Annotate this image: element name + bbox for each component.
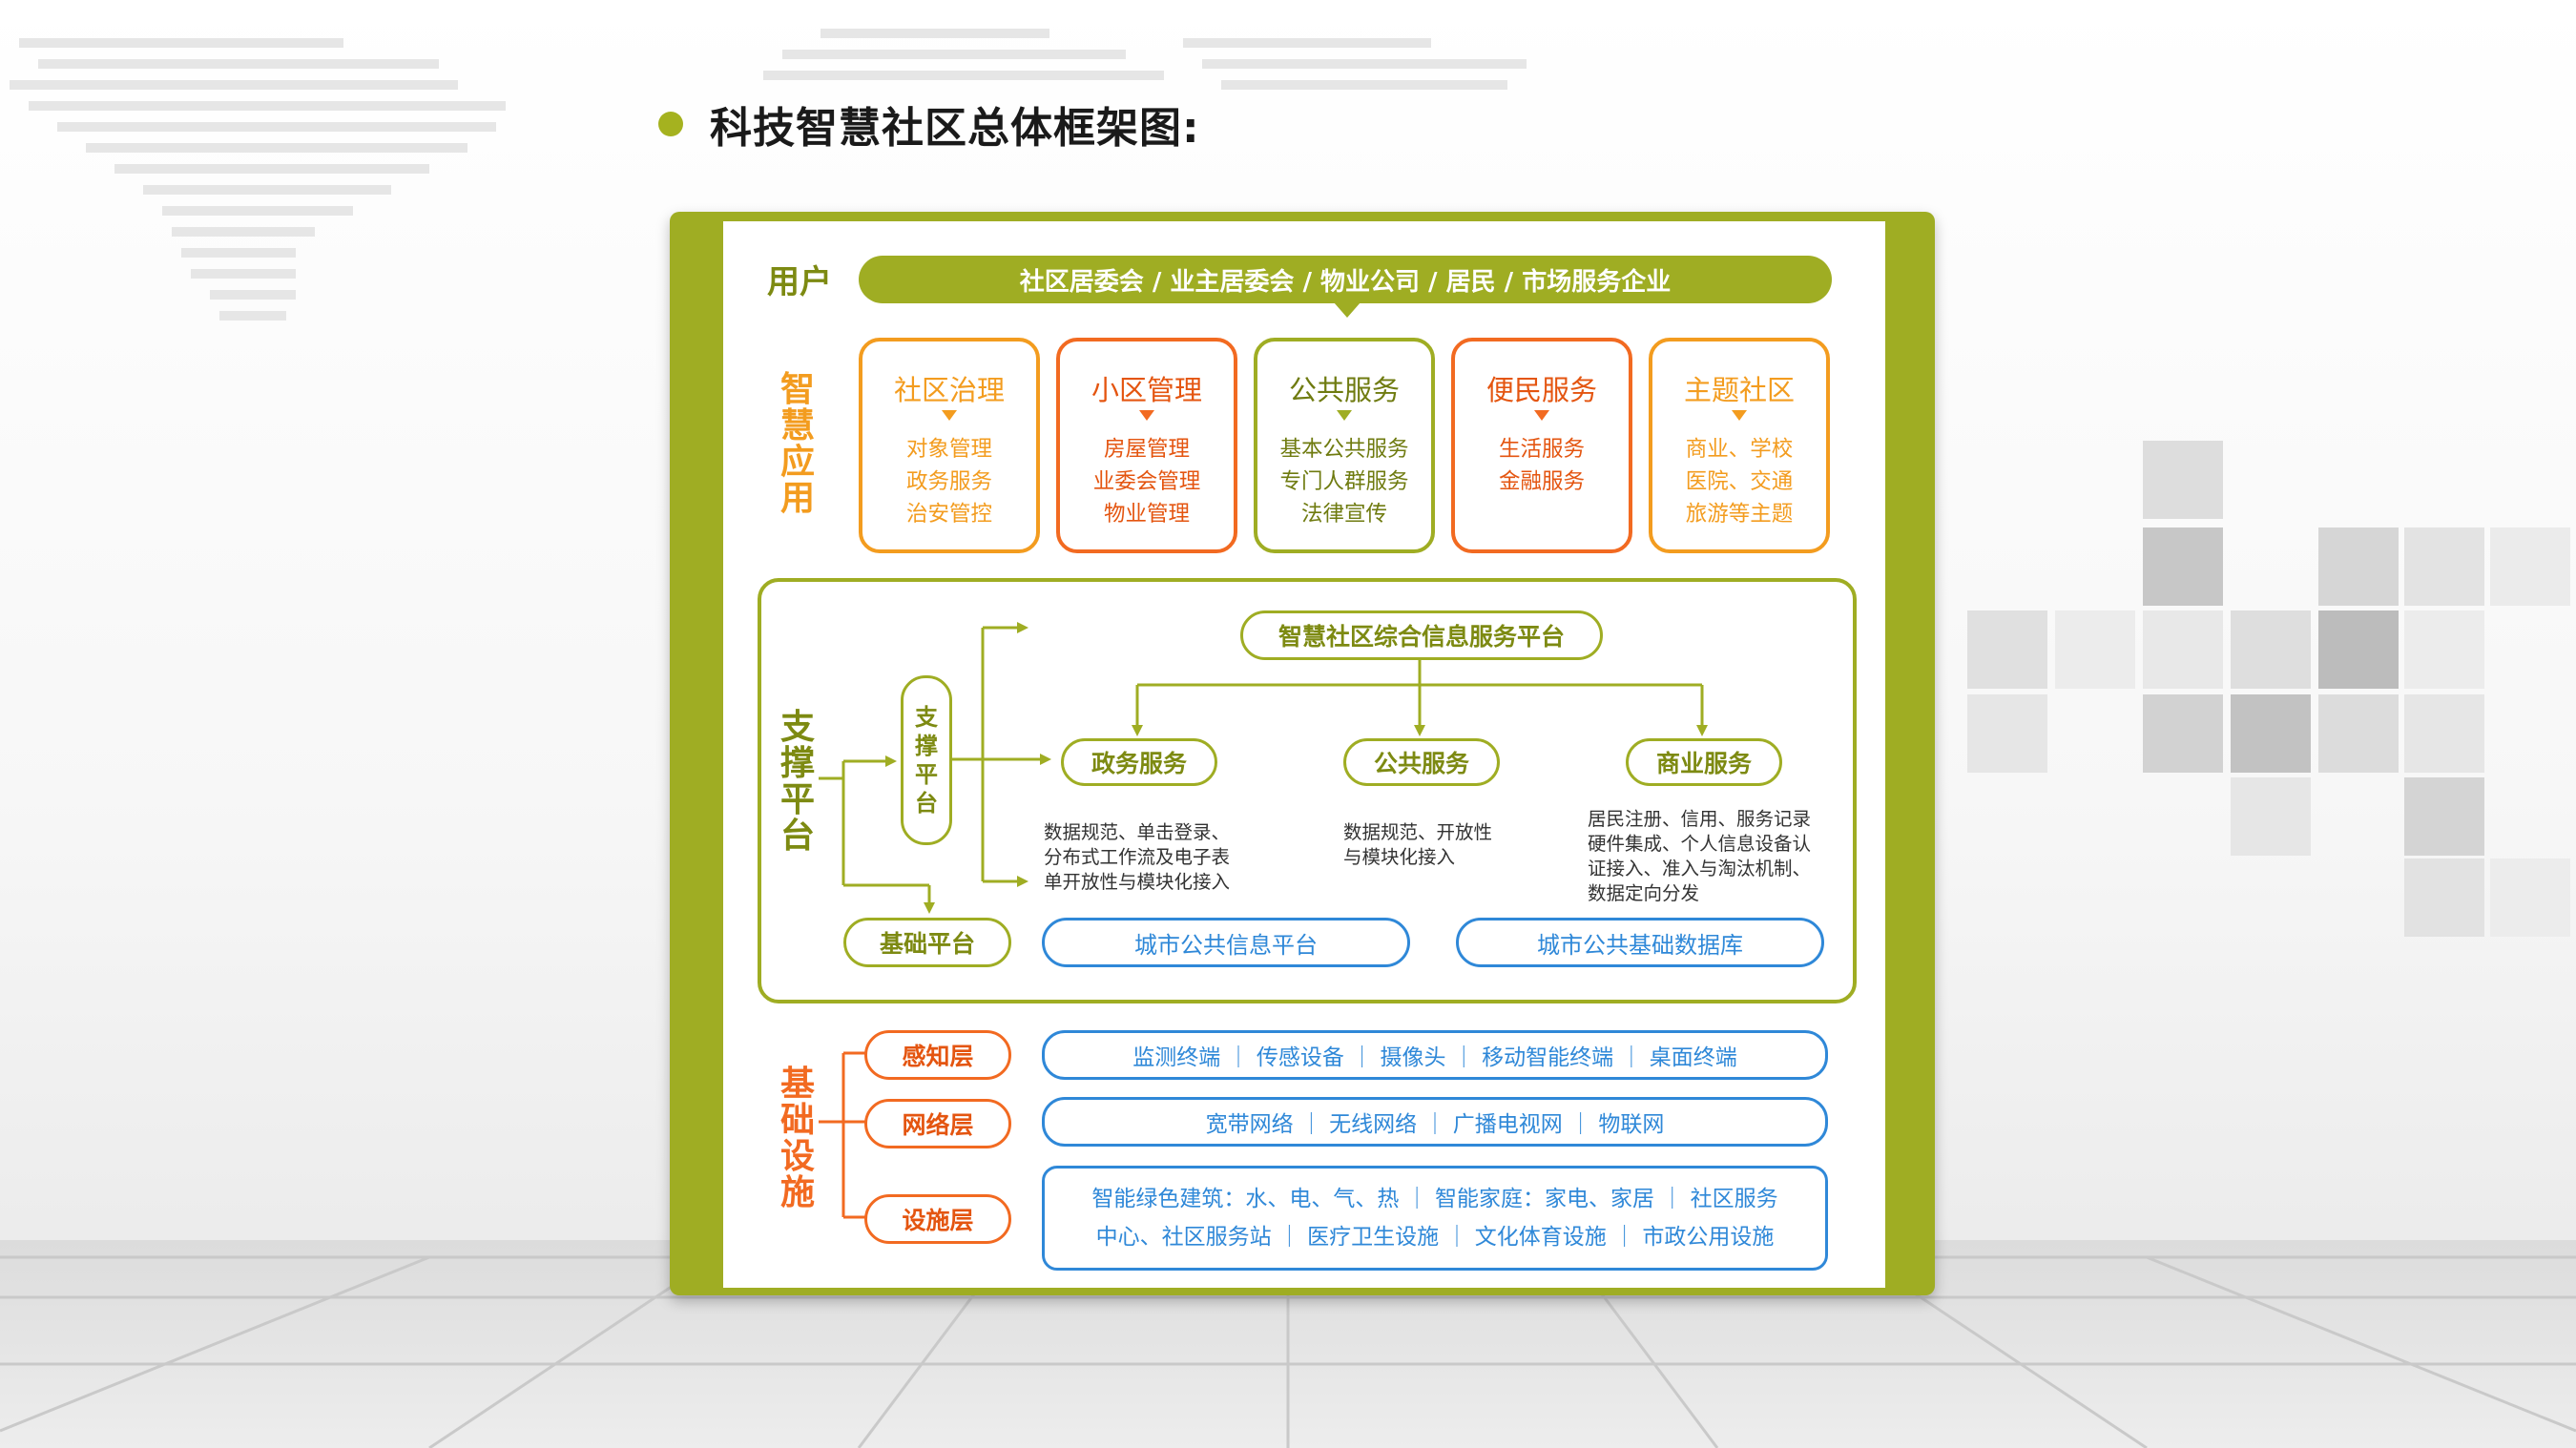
users-arrow: [1334, 302, 1361, 318]
arrow-down-icon: [1337, 410, 1352, 421]
card-title: 小区管理: [1091, 374, 1202, 406]
applications-label: 智慧应用: [779, 370, 815, 518]
facilities-content: 智能绿色建筑：水、电、气、热 ｜ 智能家庭：家电、家居 ｜ 社区服务 中心、社区…: [1042, 1166, 1828, 1271]
service-pill-government: 政务服务: [1061, 738, 1217, 786]
card-items: 商业、学校医院、交通旅游等主题: [1685, 437, 1794, 527]
arrow-down-icon: [1139, 410, 1154, 421]
city-info-platform: 城市公共信息平台: [1042, 918, 1410, 967]
layer-facilities: 设施层: [864, 1194, 1011, 1244]
app-card-estate-management: 小区管理 房屋管理业委会管理物业管理: [1056, 338, 1237, 553]
network-content: 宽带网络 ｜ 无线网络 ｜ 广播电视网 ｜ 物联网: [1042, 1097, 1828, 1147]
support-platform-box: [758, 578, 1857, 1003]
base-platform-pill: 基础平台: [843, 918, 1011, 967]
service-pill-commercial: 商业服务: [1626, 738, 1782, 786]
service-desc-commercial: 居民注册、信用、服务记录硬件集成、个人信息设备认证接入、准入与淘汰机制、数据定向…: [1588, 808, 1812, 904]
arrow-down-icon: [1732, 410, 1747, 421]
layer-perception: 感知层: [864, 1030, 1011, 1080]
card-title: 便民服务: [1485, 374, 1597, 406]
card-title: 公共服务: [1288, 374, 1400, 406]
title-row: 科技智慧社区总体框架图:: [658, 91, 1200, 157]
card-items: 对象管理政务服务治安管控: [905, 437, 992, 527]
card-items: 房屋管理业委会管理物业管理: [1092, 437, 1201, 527]
app-card-convenience-services: 便民服务 生活服务金融服务: [1451, 338, 1632, 553]
arrow-down-icon: [942, 410, 957, 421]
integrated-service-platform: 智慧社区综合信息服务平台: [1240, 610, 1603, 660]
support-sub-platform: 支撑平台: [901, 675, 952, 845]
users-label: 用户: [767, 263, 832, 301]
bullet-icon: [658, 112, 683, 136]
service-desc-public: 数据规范、开放性与模块化接入: [1343, 821, 1493, 868]
app-card-community-governance: 社区治理 对象管理政务服务治安管控: [859, 338, 1040, 553]
app-card-themed-community: 主题社区 商业、学校医院、交通旅游等主题: [1649, 338, 1830, 553]
service-desc-government: 数据规范、单击登录、分布式工作流及电子表单开放性与模块化接入: [1044, 821, 1231, 893]
arrow-down-icon: [1534, 410, 1549, 421]
card-items: 生活服务金融服务: [1498, 437, 1585, 494]
page-title: 科技智慧社区总体框架图:: [710, 104, 1200, 153]
card-items: 基本公共服务专门人群服务法律宣传: [1279, 437, 1409, 527]
service-pill-public: 公共服务: [1343, 738, 1500, 786]
card-title: 社区治理: [893, 374, 1005, 406]
infrastructure-label: 基础设施: [779, 1065, 815, 1212]
city-database: 城市公共基础数据库: [1456, 918, 1824, 967]
support-label: 支撑平台: [779, 708, 815, 856]
users-bar: 社区居委会 / 业主居委会 / 物业公司 / 居民 / 市场服务企业: [859, 256, 1832, 303]
app-card-public-services: 公共服务 基本公共服务专门人群服务法律宣传: [1254, 338, 1435, 553]
card-title: 主题社区: [1683, 374, 1795, 406]
layer-network: 网络层: [864, 1099, 1011, 1148]
perception-content: 监测终端 ｜ 传感设备 ｜ 摄像头 ｜ 移动智能终端 ｜ 桌面终端: [1042, 1030, 1828, 1080]
